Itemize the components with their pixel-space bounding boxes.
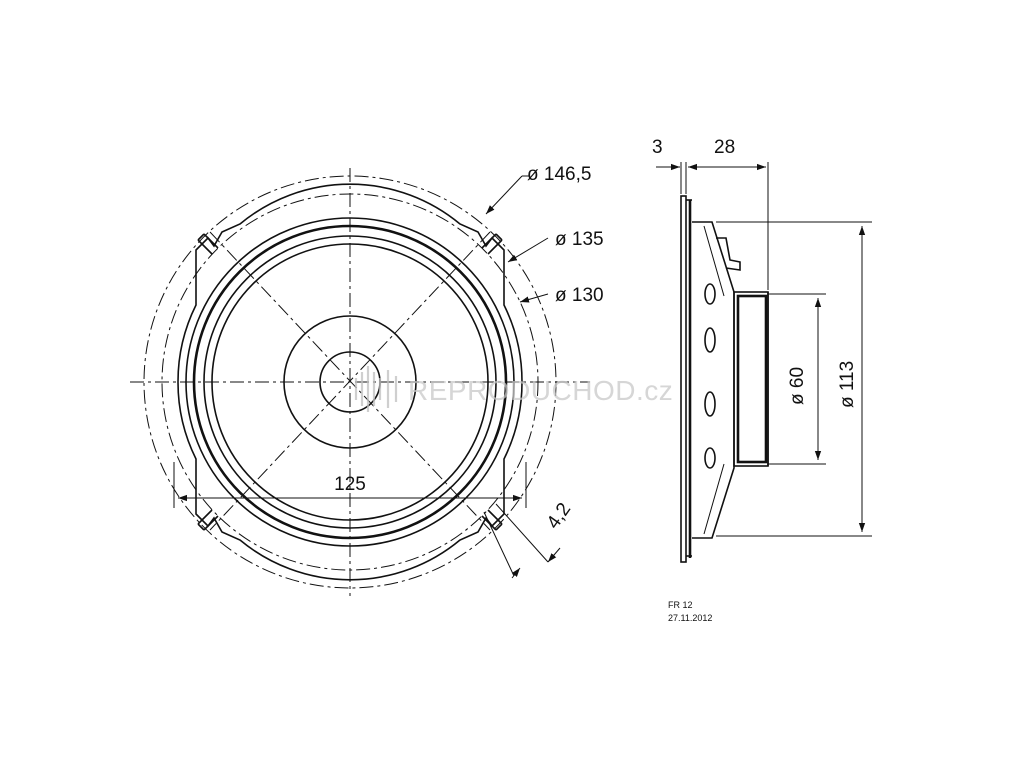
dim-label-3: 3 [652,137,663,158]
surround-outer [203,235,497,529]
diagonal-centerline-2 [209,231,491,531]
basket-window-4 [704,447,716,469]
gasket-ring-outer [185,217,515,547]
watermark: REPRODUCHOD.cz [354,366,673,412]
dim-label-125: 125 [334,474,366,495]
surround-inner [211,243,489,521]
mounting-slot-bottom-left [197,509,219,531]
dim-label-135: ø 135 [555,229,604,250]
leader-135 [507,237,549,263]
mounting-slot-top-left [197,233,219,255]
basket-outline [692,221,735,539]
leader-130 [519,293,549,303]
front-flange [680,195,687,563]
dust-cap [283,315,417,449]
watermark-text: REPRODUCHOD.cz [408,375,673,406]
dim-label-130: ø 130 [555,285,604,306]
leader-146 [485,175,523,215]
frame-outline [177,183,523,581]
mounting-slot-top-right [481,233,503,255]
dim-label-146: ø 146,5 [527,164,591,185]
basket-window-2 [704,327,716,353]
outer-bolt-circle [143,175,557,589]
dim-label-28: 28 [714,137,735,158]
side-view: 3 28 ø 60 ø 113 FR 12 27.11.2012 [652,137,872,623]
basket-window-3 [704,391,716,417]
dim-label-60: ø 60 [787,367,808,405]
terminal [716,237,741,271]
basket-window-1 [704,283,716,305]
date-label: 27.11.2012 [668,613,712,623]
inner-bolt-circle [161,193,539,571]
front-view: ø 146,5 ø 135 ø 130 125 4,2 [130,164,604,596]
model-label: FR 12 [668,600,693,610]
dim-label-4-2: 4,2 [543,499,575,533]
gasket-ring [192,224,508,540]
magnet [736,294,768,464]
watermark-logo-icon [354,366,398,412]
dim-label-113: ø 113 [837,361,858,408]
